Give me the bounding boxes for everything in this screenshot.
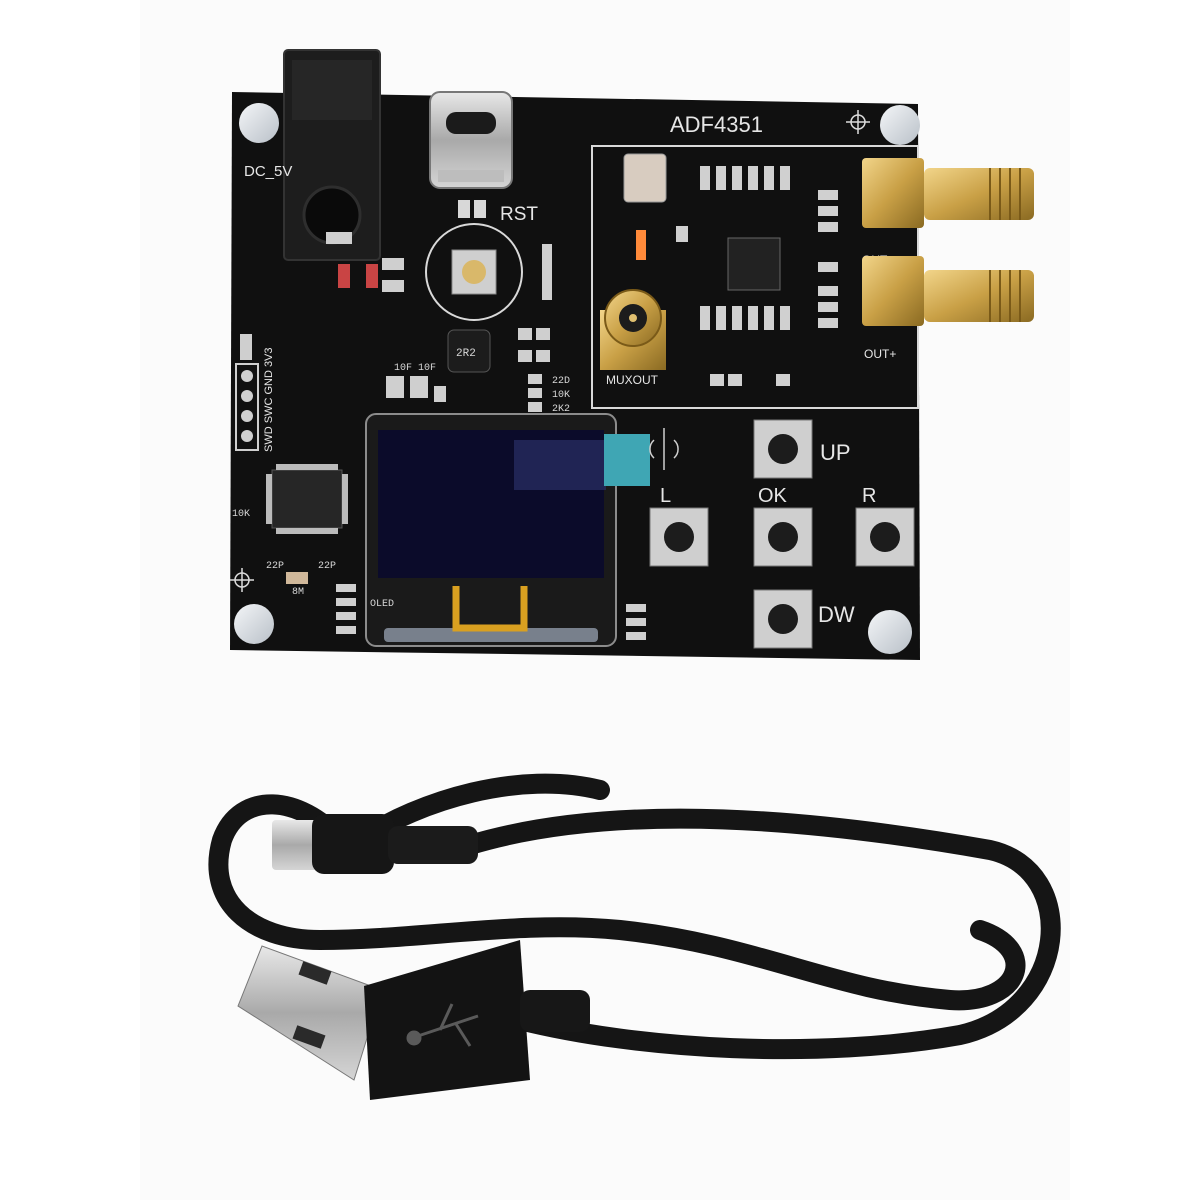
standoff-top-right <box>880 105 920 145</box>
pad-label-7: 22P <box>266 561 284 572</box>
nav-button-left[interactable] <box>649 507 709 567</box>
reset-button[interactable] <box>425 223 523 321</box>
inductor-label: 2R2 <box>456 348 476 360</box>
nav-button-ok[interactable] <box>753 507 813 567</box>
oled-display <box>365 413 650 647</box>
pad-label-1: 22D <box>552 376 570 387</box>
crystal-oscillator <box>623 153 667 203</box>
oled-label: OLED <box>370 599 394 610</box>
muxout-sma-connector <box>600 289 666 370</box>
nav-button-up[interactable] <box>753 419 813 479</box>
usb-a-plug <box>237 940 590 1100</box>
swd-header-label: SWD SWC GND 3V3 <box>263 347 275 452</box>
muxout-label: MUXOUT <box>606 373 659 387</box>
swd-header <box>235 363 259 451</box>
nav-ok-label: OK <box>758 485 788 507</box>
usb-cable <box>208 773 1061 1100</box>
out-minus-sma-connector <box>862 158 1034 228</box>
pad-label-8: 22P <box>318 561 336 572</box>
out-plus-label: OUT+ <box>864 347 896 361</box>
nav-down-label: DW <box>818 602 855 627</box>
bottom-passives <box>286 572 646 640</box>
usb-c-port <box>429 91 513 189</box>
adf4351-chip <box>727 237 781 291</box>
dc-power-jack <box>283 49 381 261</box>
passive-components <box>240 244 552 412</box>
usb-trident-icon <box>406 1003 479 1047</box>
pad-label-6: 10K <box>232 509 250 520</box>
antenna-icon <box>649 428 679 470</box>
nav-button-down[interactable] <box>753 589 813 649</box>
pad-label-4: 10F <box>394 363 412 374</box>
nav-up-label: UP <box>820 440 851 465</box>
nav-left-label: L <box>660 485 671 507</box>
nav-right-label: R <box>862 485 876 507</box>
board-title: ADF4351 <box>670 112 763 137</box>
usb-c-plug <box>272 814 478 874</box>
mcu-chip <box>266 464 348 534</box>
fiducial-target-left <box>230 568 254 592</box>
oled-flex-cable <box>452 586 528 632</box>
fiducial-target-right <box>846 110 870 134</box>
reset-label: RST <box>500 204 538 225</box>
pad-label-5: 10F <box>418 363 436 374</box>
pad-label-9: 8M <box>292 587 304 598</box>
pad-label-3: 2K2 <box>552 404 570 415</box>
adf4351-pcb-board: DC_5V RST 2R2 <box>230 49 1034 660</box>
rf-passives <box>636 166 838 386</box>
standoff-bottom-left <box>234 604 274 644</box>
pad-label-2: 10K <box>552 390 570 401</box>
dc-power-label: DC_5V <box>244 163 292 180</box>
out-plus-sma-connector <box>862 256 1034 326</box>
nav-button-right[interactable] <box>855 507 915 567</box>
oled-protective-tab <box>604 434 650 486</box>
standoff-bottom-right <box>868 610 912 654</box>
standoff-top-left <box>239 103 279 143</box>
power-inductor <box>447 329 491 373</box>
